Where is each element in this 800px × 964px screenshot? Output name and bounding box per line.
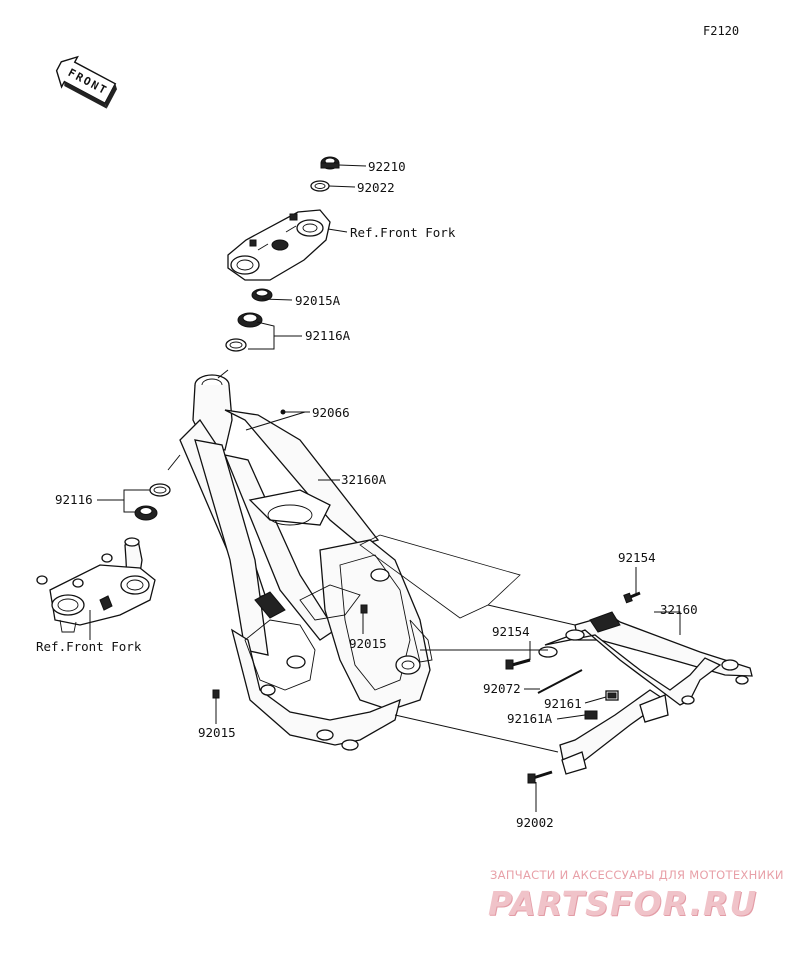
callout-92015-mid: 92015 bbox=[349, 636, 387, 651]
callout-32160a: 32160A bbox=[341, 472, 387, 487]
callout-92154-top: 92154 bbox=[618, 550, 656, 565]
subframe-lower-bolt-part bbox=[527, 770, 553, 784]
pin-part bbox=[537, 669, 583, 694]
stem-seal-part bbox=[251, 288, 273, 302]
callout-92022: 92022 bbox=[357, 180, 395, 195]
subframe-bolt-mid-part bbox=[505, 658, 531, 670]
rear-subframe-part bbox=[538, 611, 753, 775]
stem-nut-part bbox=[320, 156, 340, 170]
subframe-outline-plane bbox=[359, 534, 521, 619]
front-arrow-icon bbox=[55, 55, 117, 109]
lower-bearing-part bbox=[134, 505, 158, 521]
frame-plug-left-part bbox=[212, 689, 220, 699]
callout-92161: 92161 bbox=[544, 696, 582, 711]
callout-ref-front-fork-bottom: Ref.Front Fork bbox=[36, 639, 142, 654]
callout-92002: 92002 bbox=[516, 815, 554, 830]
callout-92210: 92210 bbox=[368, 159, 406, 174]
callout-92116: 92116 bbox=[55, 492, 93, 507]
callout-92015a: 92015A bbox=[295, 293, 341, 308]
callout-92072: 92072 bbox=[483, 681, 521, 696]
upper-bearing-part bbox=[237, 312, 263, 328]
callout-leader-lines bbox=[89, 164, 681, 812]
upper-triple-clamp-part bbox=[227, 209, 331, 281]
lower-race-part bbox=[149, 483, 171, 497]
watermark-logo: PARTSFOR.RU bbox=[488, 884, 758, 923]
clamp-a-part bbox=[584, 710, 598, 720]
subframe-bolt-top-part bbox=[623, 591, 641, 604]
upper-race-part bbox=[225, 338, 247, 352]
callout-92116a: 92116A bbox=[305, 328, 351, 343]
callout-32160: 32160 bbox=[660, 602, 698, 617]
callout-92015-left: 92015 bbox=[198, 725, 236, 740]
lower-triple-clamp-part bbox=[36, 537, 156, 633]
watermark-tagline: ЗАПЧАСТИ И АКСЕССУАРЫ ДЛЯ МОТОТЕХНИКИ bbox=[490, 868, 784, 882]
washer-part bbox=[310, 180, 330, 192]
frame-plug-mid-part bbox=[360, 604, 368, 614]
clamp-part bbox=[605, 690, 619, 701]
callout-92161a: 92161A bbox=[507, 711, 553, 726]
figure-code: F2120 bbox=[703, 24, 740, 38]
callout-92066: 92066 bbox=[312, 405, 350, 420]
callout-92154-mid: 92154 bbox=[492, 624, 530, 639]
main-frame-part bbox=[179, 374, 433, 751]
callout-ref-front-fork-top: Ref.Front Fork bbox=[350, 225, 456, 240]
